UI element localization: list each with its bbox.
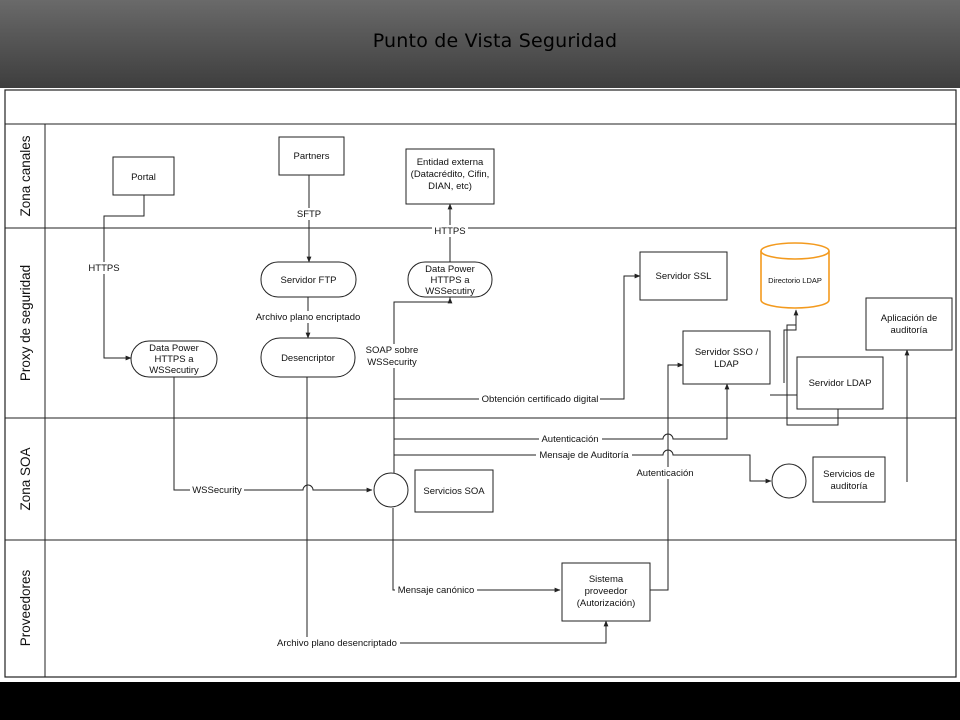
label-https-left: HTTPS xyxy=(88,263,119,274)
node-servidor-ftp: Servidor FTP xyxy=(260,261,357,298)
entidad-line-3: DIAN, etc) xyxy=(428,181,472,192)
node-servidor-ssl: Servidor SSL xyxy=(639,251,728,301)
node-auditoria-circle xyxy=(771,463,807,499)
servidor-ftp-label: Servidor FTP xyxy=(281,275,337,286)
footer-bar xyxy=(0,682,960,720)
node-servicios-soa: Servicios SOA xyxy=(414,469,494,513)
page-title: Punto de Vista Seguridad xyxy=(372,30,618,52)
servicios-auditoria-line-2: auditoría xyxy=(831,481,869,492)
dp-left-line-3: WSSecutiry xyxy=(149,365,199,376)
node-directorio-ldap: Directorio LDAP xyxy=(760,242,830,309)
node-portal: Portal xyxy=(112,156,175,196)
proveedor-line-3: (Autorización) xyxy=(577,598,636,609)
label-wssecurity: WSSecurity xyxy=(192,485,242,496)
node-data-power-top: Data Power HTTPS a WSSecutiry xyxy=(407,261,493,298)
node-servidor-ldap: Servidor LDAP xyxy=(796,356,884,410)
label-obtencion-certificado: Obtención certificado digital xyxy=(482,394,599,405)
label-https-top: HTTPS xyxy=(434,226,465,237)
label-archivo-encriptado: Archivo plano encriptado xyxy=(256,312,361,323)
lane-proxy-seguridad: Proxy de seguridad xyxy=(18,265,33,381)
label-autenticacion-2: Autenticación xyxy=(636,468,693,479)
dp-left-line-2: HTTPS a xyxy=(154,354,194,365)
servidor-ssl-label: Servidor SSL xyxy=(656,271,712,282)
node-sistema-proveedor: Sistema proveedor (Autorización) xyxy=(561,562,651,622)
node-soa-circle xyxy=(373,472,409,508)
lane-zona-soa: Zona SOA xyxy=(18,447,33,510)
label-mensaje-auditoria: Mensaje de Auditoría xyxy=(539,450,629,461)
aplicacion-line-1: Aplicación de xyxy=(881,313,938,324)
aplicacion-line-2: auditoría xyxy=(891,325,929,336)
dp-top-line-1: Data Power xyxy=(425,264,475,275)
sso-line-1: Servidor SSO / xyxy=(695,347,759,358)
entidad-line-1: Entidad externa xyxy=(417,157,484,168)
node-entidad-externa: Entidad externa (Datacrédito, Cifin, DIA… xyxy=(405,148,495,205)
node-servidor-sso: Servidor SSO / LDAP xyxy=(682,330,771,385)
label-soap-line-1: SOAP sobre xyxy=(366,345,419,356)
desencriptor-label: Desencriptor xyxy=(281,353,335,364)
node-partners: Partners xyxy=(278,136,345,176)
entidad-line-2: (Datacrédito, Cifin, xyxy=(411,169,490,180)
diagram-canvas: Zona canales Proxy de seguridad Zona SOA… xyxy=(0,88,960,682)
sso-line-2: LDAP xyxy=(714,359,739,370)
node-desencriptor: Desencriptor xyxy=(260,337,356,378)
portal-label: Portal xyxy=(131,172,156,183)
node-aplicacion-auditoria: Aplicación de auditoría xyxy=(865,297,953,351)
label-soap-line-2: WSSecurity xyxy=(367,357,417,368)
dp-left-line-1: Data Power xyxy=(149,343,199,354)
label-archivo-desencriptado: Archivo plano desencriptado xyxy=(277,638,397,649)
dp-top-line-3: WSSecutiry xyxy=(425,286,475,297)
partners-label: Partners xyxy=(294,151,330,162)
proveedor-line-2: proveedor xyxy=(585,586,628,597)
label-sftp: SFTP xyxy=(297,209,321,220)
node-servicios-auditoria: Servicios de auditoría xyxy=(812,456,886,503)
title-bar: Punto de Vista Seguridad xyxy=(0,0,960,88)
label-mensaje-canonico: Mensaje canónico xyxy=(398,585,475,596)
swimlane-frame xyxy=(4,89,957,678)
dp-top-line-2: HTTPS a xyxy=(430,275,470,286)
proveedor-line-1: Sistema xyxy=(589,574,624,585)
lane-zona-canales: Zona canales xyxy=(18,135,33,216)
servicios-auditoria-line-1: Servicios de xyxy=(823,469,875,480)
connector-labels: HTTPS SFTP HTTPS Archivo plano encriptad… xyxy=(86,208,697,649)
directorio-ldap-label: Directorio LDAP xyxy=(768,276,822,285)
servicios-soa-label: Servicios SOA xyxy=(423,486,485,497)
lane-proveedores: Proveedores xyxy=(18,569,33,646)
servidor-ldap-label: Servidor LDAP xyxy=(809,378,872,389)
label-autenticacion-1: Autenticación xyxy=(541,434,598,445)
node-data-power-left: Data Power HTTPS a WSSecutiry xyxy=(130,340,218,378)
